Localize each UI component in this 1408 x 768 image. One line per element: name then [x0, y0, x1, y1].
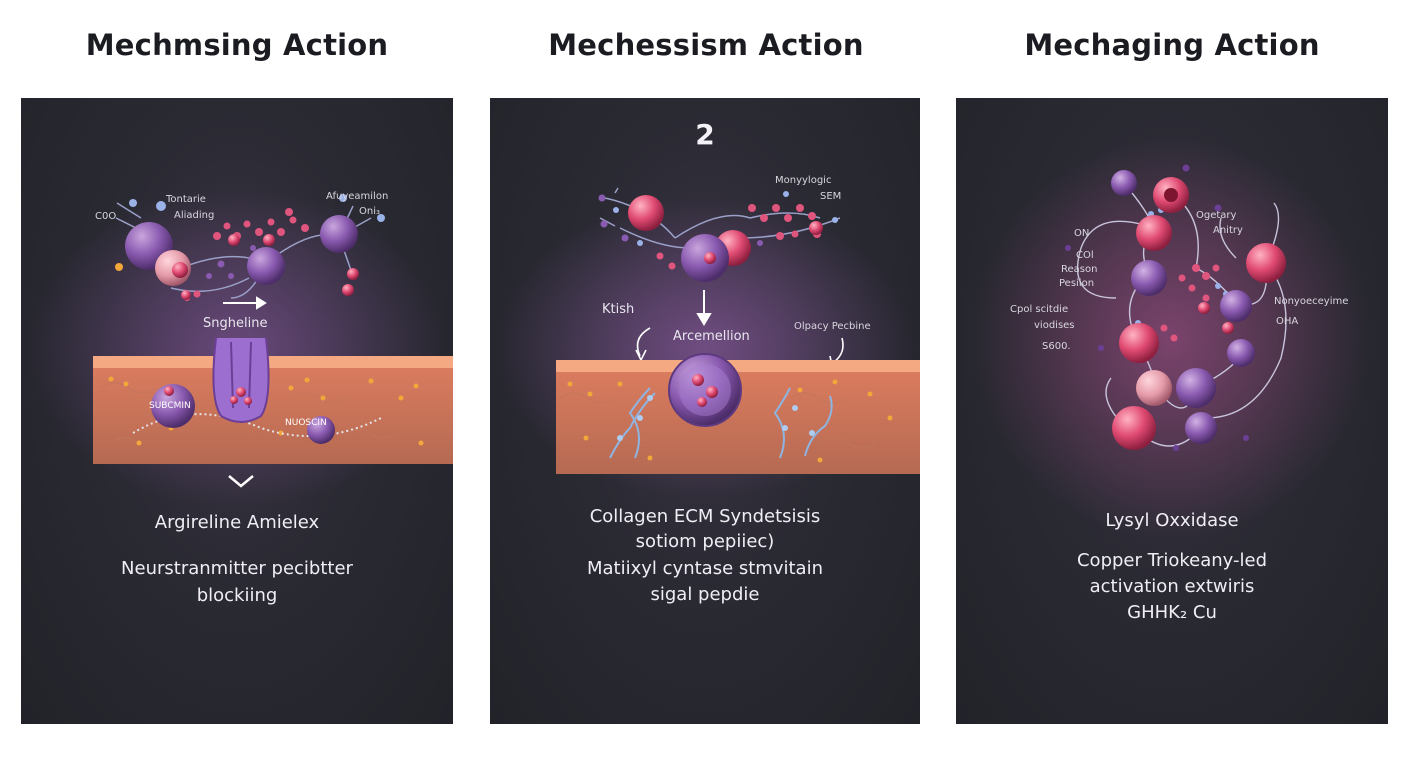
label-aliading: Aliading [174, 210, 215, 221]
label-col: COl [1076, 250, 1094, 261]
label-anitry: Anitry [1213, 225, 1243, 236]
column-title-1: Mechmsing Action [85, 28, 389, 62]
panel-argireline: C0O Tontarie Aliading Afuyeamilon Oni₃ S… [21, 98, 453, 724]
label-afuyeamilon: Afuyeamilon [326, 191, 389, 202]
column-title-2: Mechessism Action [548, 28, 864, 62]
panel-1-caption-line-1: Neurstranmitter pecibtter [121, 558, 353, 579]
label-on: ON [1074, 228, 1090, 239]
label-viodises: viodises [1034, 320, 1075, 331]
label-sem: SEM [820, 191, 842, 202]
panel-1-caption-line-2: blockiing [196, 585, 278, 606]
label-oni: Oni₃ [359, 206, 380, 217]
panel-3-illustration [971, 138, 1371, 538]
label-pesiion: Pesiion [1059, 278, 1095, 289]
panel-2-caption-line-2: sotiom pepiiec) [635, 531, 775, 552]
panel-1-illustration [27, 188, 453, 508]
panel-3-caption-line-1: Copper Triokeany-led [1076, 550, 1268, 571]
label-olpacy-pecbine: Olpacy Pecbine [794, 321, 871, 332]
column-title-3: Mechaging Action [1024, 28, 1320, 62]
panel-2-caption-line-4: sigal pepdie [650, 584, 760, 605]
panel-2-caption-line-3: Matiixyl cyntase stmvitain [587, 558, 823, 579]
label-ogetary: Ogetary [1196, 210, 1237, 221]
label-tontarie: Tontarie [166, 194, 206, 205]
panel-3-caption-line-3: GHHK₂ Cu [1127, 602, 1217, 623]
panel-matrixyl: 2 [490, 98, 920, 724]
label-nonyoeceyime: Nonyoeceyime [1274, 296, 1349, 307]
panel-number: 2 [695, 118, 715, 151]
panel-1-caption-title: Argireline Amielex [154, 512, 320, 533]
panel-3-caption-line-2: activation extwiris [1089, 576, 1255, 597]
panel-2-illustration [495, 187, 920, 498]
label-nuoscin: NUOSCIN [285, 418, 327, 428]
label-monyylogic: Monyylogic [775, 175, 832, 186]
label-arcemellion: Arcemellion [673, 329, 750, 344]
label-c00: C0O [95, 211, 117, 222]
panel-lysyl-oxidase: ON COl Reason Pesiion Cpol scitdie viodi… [956, 98, 1388, 724]
label-s600: S600. [1042, 341, 1071, 352]
panel-3-caption-title: Lysyl Oxxidase [1105, 510, 1239, 531]
label-ktish: Ktish [602, 302, 635, 317]
panel-2-caption-line-1: Collagen ECM Syndetsisis [589, 506, 821, 527]
label-cpol-scitdie: Cpol scitdie [1010, 304, 1069, 315]
label-oha: OHA [1276, 316, 1299, 327]
label-subcmin: SUBCMIN [149, 401, 191, 411]
label-sngheline: Sngheline [203, 316, 268, 331]
label-reason: Reason [1061, 264, 1098, 275]
